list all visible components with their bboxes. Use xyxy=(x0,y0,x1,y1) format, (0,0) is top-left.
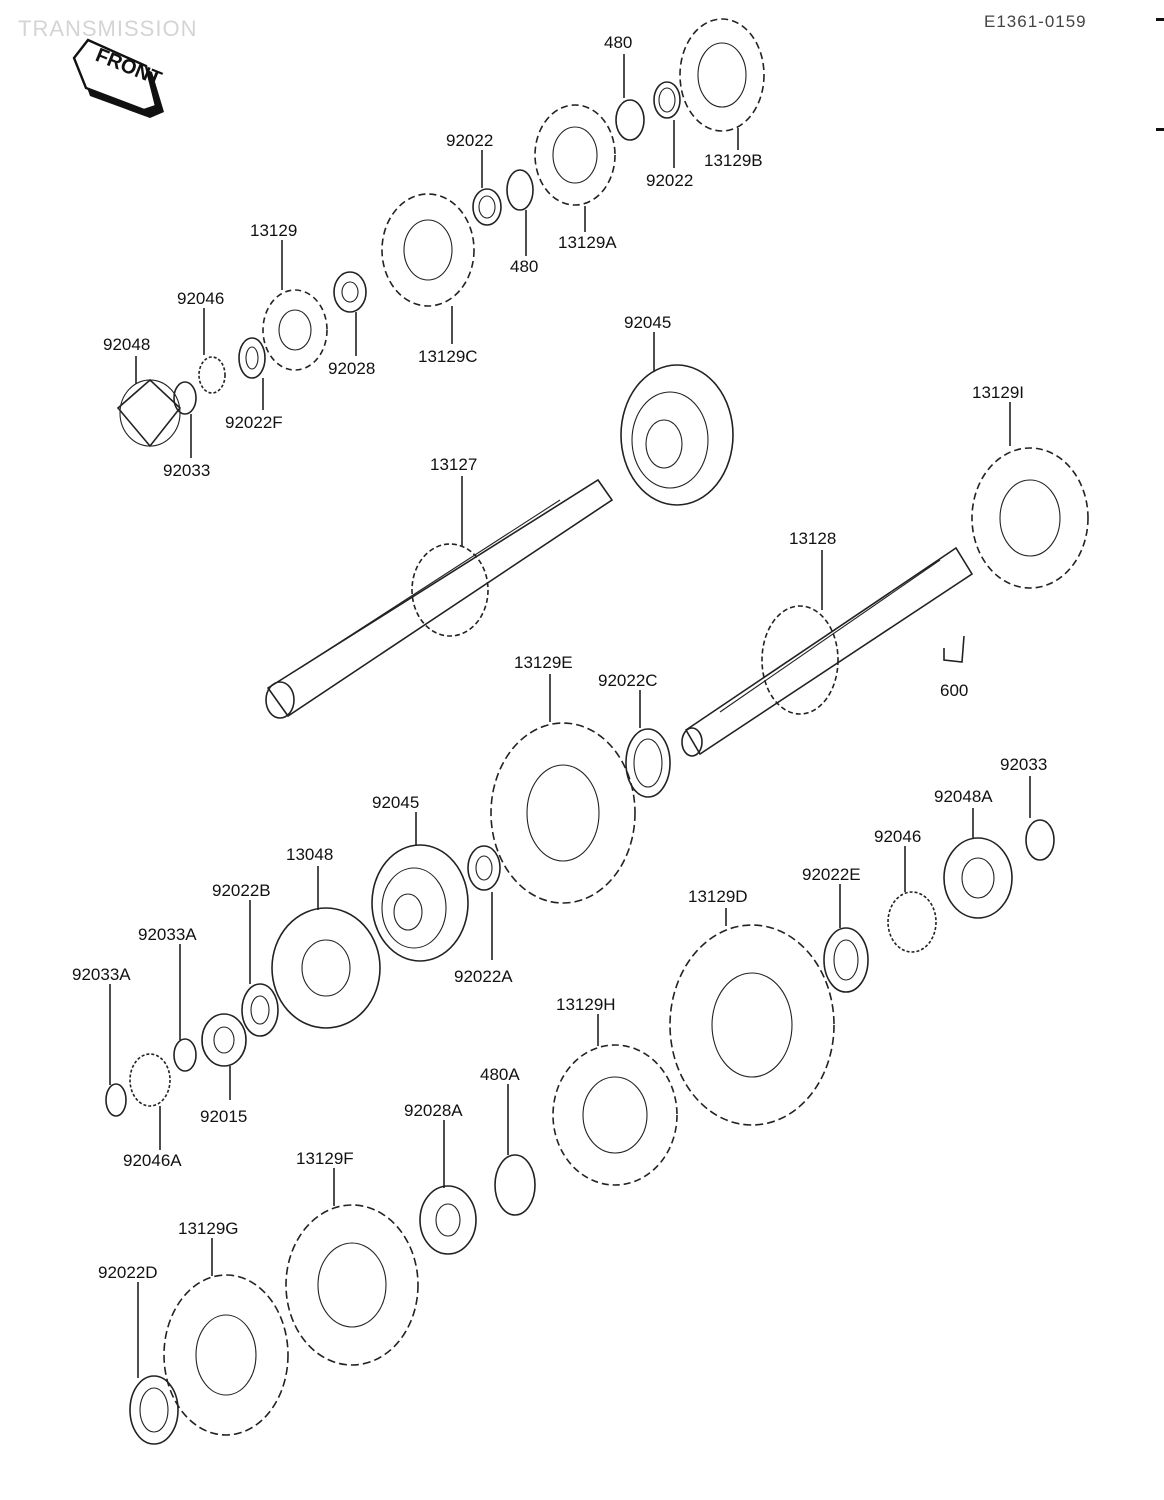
washer-92022B xyxy=(241,983,279,1037)
callout-600: 600 xyxy=(940,681,968,700)
callout-13129D: 13129D xyxy=(688,887,748,906)
washer-92022F xyxy=(238,337,266,379)
callout-92046: 92046 xyxy=(177,289,224,308)
callout-92022E: 92022E xyxy=(802,865,861,884)
callout-13129: 13129 xyxy=(250,221,297,240)
callout-92022B: 92022B xyxy=(212,881,271,900)
pin-600 xyxy=(943,635,965,663)
circlip-480-upper xyxy=(615,99,645,141)
washer-92022C xyxy=(625,728,671,798)
gear-13129D xyxy=(669,924,835,1126)
gear-13129H xyxy=(552,1044,678,1186)
bushing-92028A xyxy=(419,1185,477,1255)
callout-13128: 13128 xyxy=(789,529,836,548)
front-arrow-icon: FRONT xyxy=(72,38,165,118)
washer-92022A xyxy=(467,845,501,891)
needle-bearing-92046-right xyxy=(887,891,937,953)
washer-92022E xyxy=(823,927,869,993)
section-title: TRANSMISSION xyxy=(18,16,198,41)
callout-92028A: 92028A xyxy=(404,1101,463,1120)
circlip-92033A-outer xyxy=(105,1083,127,1117)
callout-92045: 92045 xyxy=(372,793,419,812)
washer-92022D xyxy=(129,1375,179,1445)
ball-bearing-92045-lower xyxy=(371,844,469,962)
callout-13127: 13127 xyxy=(430,455,477,474)
gear-13129F xyxy=(285,1204,419,1366)
callout-92022C: 92022C xyxy=(598,671,658,690)
output-shaft-13128 xyxy=(681,546,974,757)
callout-92022: 92022 xyxy=(446,131,493,150)
washer-92022 xyxy=(472,188,502,226)
edge-mark xyxy=(1156,128,1164,131)
callout-92045: 92045 xyxy=(624,313,671,332)
callout-labels: 480 92022 13129B 92022 13129A 480 13129 … xyxy=(72,33,1047,1282)
callout-480: 480 xyxy=(510,257,538,276)
callout-92046: 92046 xyxy=(874,827,921,846)
callout-13129B: 13129B xyxy=(704,151,763,170)
gear-13129I xyxy=(971,447,1089,589)
collar-92015 xyxy=(201,1013,247,1067)
callout-92033: 92033 xyxy=(163,461,210,480)
callout-92022F: 92022F xyxy=(225,413,283,432)
callout-13129F: 13129F xyxy=(296,1149,354,1168)
callout-13129A: 13129A xyxy=(558,233,617,252)
callout-92022: 92022 xyxy=(646,171,693,190)
diagram-code: E1361-0159 xyxy=(984,12,1087,31)
gear-13129 xyxy=(262,289,328,371)
circlip-480-lower xyxy=(506,169,534,211)
input-shaft-13127 xyxy=(265,478,614,719)
callout-13129G: 13129G xyxy=(178,1219,239,1238)
callout-92046A: 92046A xyxy=(123,1151,182,1170)
gear-13129A xyxy=(534,104,616,206)
callout-13129H: 13129H xyxy=(556,995,616,1014)
callout-92022A: 92022A xyxy=(454,967,513,986)
gear-13129E xyxy=(490,722,636,904)
ball-bearing-92045-upper xyxy=(620,364,734,506)
collar-92048A xyxy=(943,837,1013,919)
gear-13129B xyxy=(679,18,765,132)
hub-13048 xyxy=(271,907,381,1029)
callout-92048: 92048 xyxy=(103,335,150,354)
callout-92033A: 92033A xyxy=(138,925,197,944)
gear-13129G xyxy=(163,1274,289,1436)
edge-mark xyxy=(1156,18,1164,21)
callout-92028: 92028 xyxy=(328,359,375,378)
callout-92033A: 92033A xyxy=(72,965,131,984)
circlip-92033A-inner xyxy=(173,1038,197,1072)
callout-13129C: 13129C xyxy=(418,347,478,366)
needle-bearing-92046 xyxy=(198,356,226,394)
collar-92048 xyxy=(116,378,182,448)
callout-92022D: 92022D xyxy=(98,1263,158,1282)
callout-480: 480 xyxy=(604,33,632,52)
callout-92015: 92015 xyxy=(200,1107,247,1126)
callout-92048A: 92048A xyxy=(934,787,993,806)
callout-13129E: 13129E xyxy=(514,653,573,672)
callout-13129I: 13129I xyxy=(972,383,1024,402)
gear-13129C xyxy=(381,193,475,307)
circlip-92033-right xyxy=(1025,819,1055,861)
circlip-480A xyxy=(494,1154,536,1216)
washer-92022-upper xyxy=(653,81,681,119)
callout-92033: 92033 xyxy=(1000,755,1047,774)
circlip-92033 xyxy=(173,381,197,415)
callout-480A: 480A xyxy=(480,1065,520,1084)
bushing-92028 xyxy=(333,271,367,313)
needle-bearing-92046A xyxy=(129,1053,171,1107)
leader-lines xyxy=(109,54,1031,1378)
callout-13048: 13048 xyxy=(286,845,333,864)
